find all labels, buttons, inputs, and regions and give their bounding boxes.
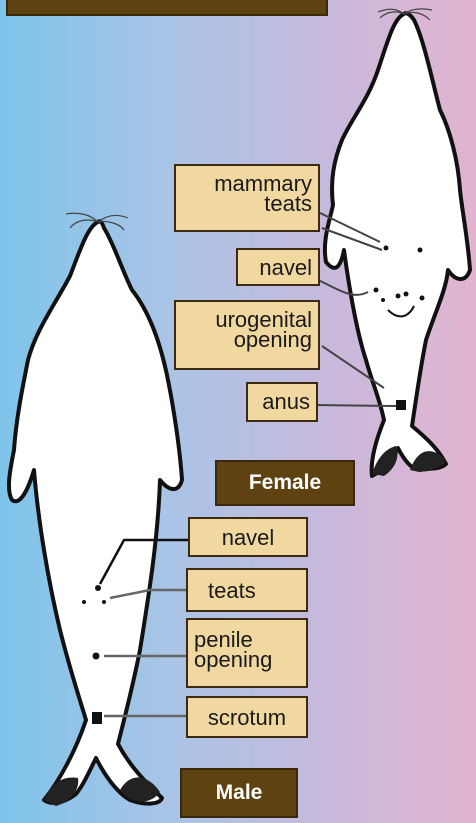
label-male-navel: navel [188, 517, 308, 557]
label-urogenital-opening: urogenital opening [174, 300, 320, 370]
label-scrotum: scrotum [186, 696, 308, 738]
label-mammary-teats: mammary teats [174, 164, 320, 232]
label-male-teats: teats [186, 568, 308, 612]
female-title-tag: Female [215, 460, 355, 506]
male-title-tag: Male [180, 768, 298, 818]
label-anus: anus [246, 382, 318, 422]
label-penile-opening: penile opening [186, 618, 308, 688]
label-female-navel: navel [236, 248, 320, 286]
